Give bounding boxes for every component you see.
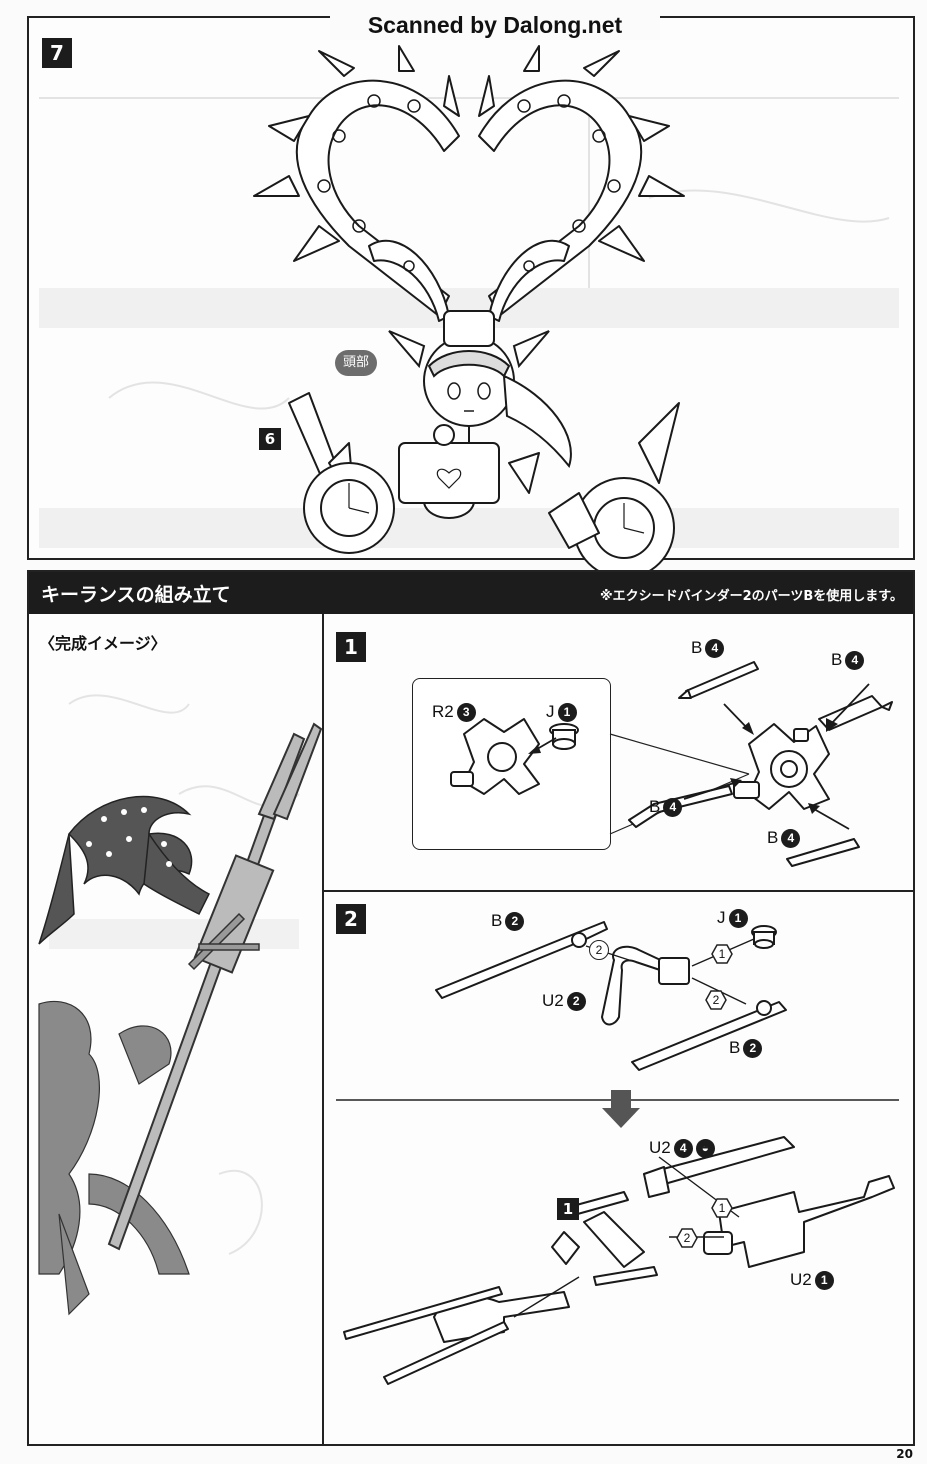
step-number-7: 7 — [42, 38, 72, 68]
part-number: 4 — [845, 650, 865, 670]
part-letter: B — [691, 638, 703, 657]
part-letter: R2 — [432, 702, 454, 721]
order-marker-2-text: 2 — [712, 993, 720, 1007]
part-number: 4 — [663, 797, 683, 817]
part-number: 2 — [743, 1038, 763, 1058]
part-label-b-4-bottom-right: B 4 — [767, 828, 801, 848]
part-number: 4 — [781, 828, 801, 848]
completed-image-label: 〈完成イメージ〉 — [39, 634, 167, 653]
part-number: 2 — [566, 991, 586, 1011]
step-1-lines — [450, 661, 893, 867]
part-label-u2-4-seal: U2 4 ◒ — [649, 1138, 715, 1158]
step-number-2: 2 — [336, 904, 366, 934]
part-number: 1 — [814, 1270, 834, 1290]
completed-image-column: 〈完成イメージ〉 — [29, 614, 324, 1444]
order-marker-2-bottom: 2 — [676, 1228, 698, 1248]
step-1-panel: 1 — [324, 614, 913, 892]
kielance-assembly-section: キーランスの組み立て ※エクシードバインダー2のパーツBを使用します。 〈完成イ… — [27, 570, 915, 1446]
page-number: 20 — [896, 1447, 913, 1461]
watermark-banner: Scanned by Dalong.net — [330, 10, 660, 40]
part-label-r2-3: R2 3 — [432, 702, 476, 722]
seal-icon: ◒ — [695, 1138, 715, 1158]
part-label-j-1: J 1 — [546, 702, 577, 722]
part-number: 4 — [705, 638, 725, 658]
part-label-b-2-right: B 2 — [729, 1038, 763, 1058]
part-label-b-2-left: B 2 — [491, 911, 525, 931]
part-number: 2 — [505, 911, 525, 931]
part-label-b-4-top-left: B 4 — [691, 638, 725, 658]
heart-wing-illustration — [253, 45, 685, 469]
part-letter: U2 — [649, 1138, 671, 1157]
part-label-j-1: J 1 — [717, 908, 748, 928]
part-number: 1 — [728, 908, 748, 928]
part-letter: U2 — [790, 1270, 812, 1289]
order-marker-1-top: 1 — [711, 944, 733, 964]
section-note: ※エクシードバインダー2のパーツBを使用します。 — [599, 589, 903, 604]
part-label-u2-1: U2 1 — [790, 1270, 834, 1290]
section-title: キーランスの組み立て — [41, 584, 231, 606]
part-letter: B — [649, 797, 661, 816]
body-assembly-illustration — [288, 392, 680, 579]
part-label-b-4-bottom-left: B 4 — [649, 797, 683, 817]
head-label: 頭部 — [335, 350, 377, 376]
step-7-panel: 7 — [27, 16, 915, 579]
part-letter: J — [717, 908, 726, 927]
order-marker-1-bottom: 1 — [711, 1198, 733, 1218]
order-marker-2b-text: 2 — [683, 1231, 691, 1245]
step-2-illustration — [336, 921, 899, 1385]
step-2-panel: 2 — [324, 892, 913, 1444]
part-letter: J — [546, 702, 555, 721]
step-number-6: 6 — [259, 428, 281, 450]
part-label-u2-2: U2 2 — [542, 991, 586, 1011]
part-label-b-4-top-right: B 4 — [831, 650, 865, 670]
order-marker-1-text: 1 — [718, 947, 726, 961]
part-letter: B — [729, 1038, 741, 1057]
part-number: 1 — [557, 702, 577, 722]
order-marker-2-right: 2 — [705, 990, 727, 1010]
part-letter: B — [491, 911, 503, 930]
part-number: 3 — [456, 702, 476, 722]
watermark-text: Scanned by Dalong.net — [367, 12, 623, 38]
head-label-text: 頭部 — [342, 355, 369, 370]
order-marker-2-left: 2 — [589, 940, 609, 960]
part-letter: U2 — [542, 991, 564, 1010]
bleed-through-illustration — [39, 97, 899, 548]
order-marker-1b-text: 1 — [718, 1201, 726, 1215]
section-header: キーランスの組み立て ※エクシードバインダー2のパーツBを使用します。 — [29, 572, 913, 614]
part-letter: B — [767, 828, 779, 847]
sub-step-ref-1: 1 — [557, 1198, 579, 1220]
completed-lance-illustration — [38, 694, 323, 1316]
part-letter: B — [831, 650, 843, 669]
part-number: 4 — [673, 1138, 693, 1158]
step-number-1: 1 — [336, 632, 366, 662]
